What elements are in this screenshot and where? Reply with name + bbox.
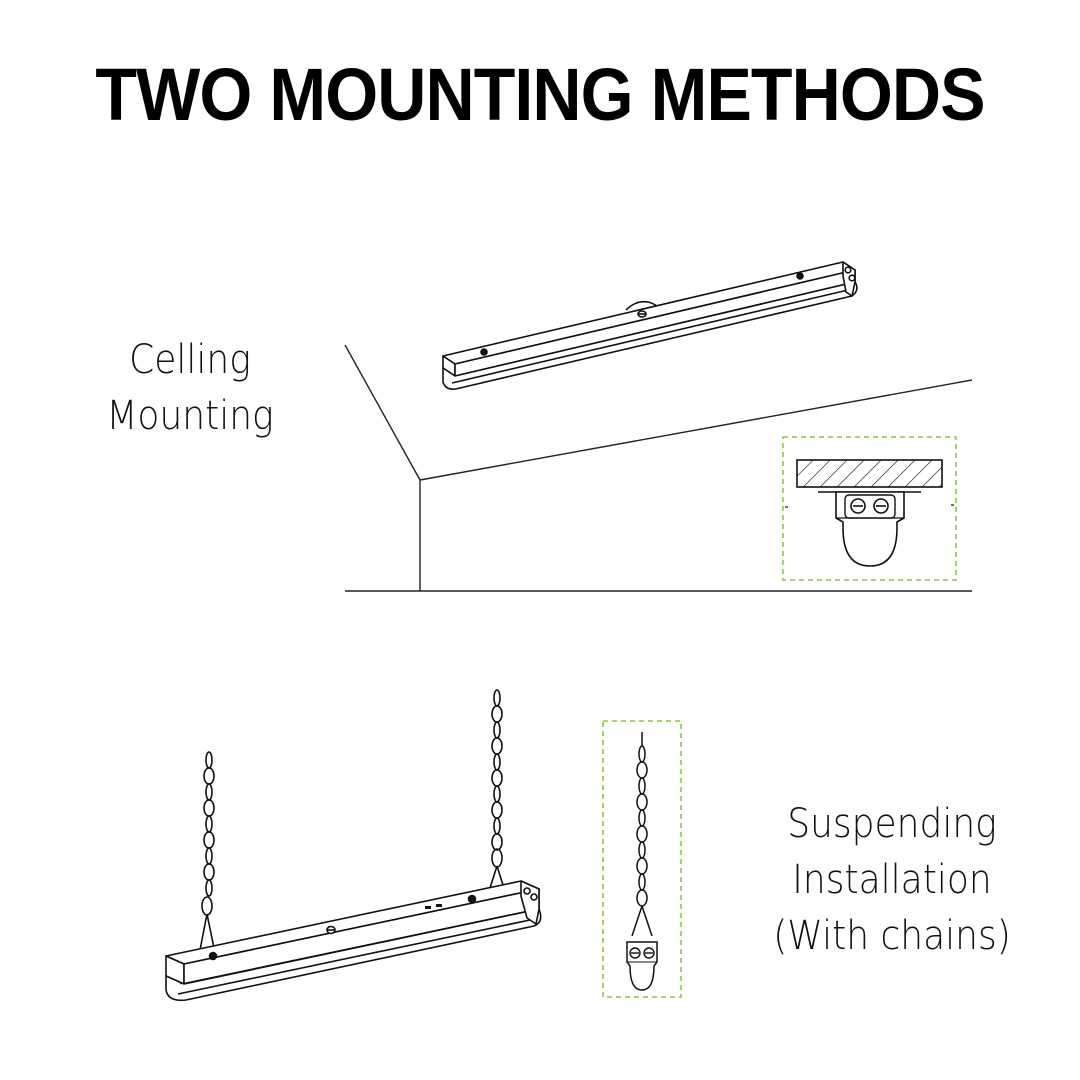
page-title: TWO MOUNTING METHODS (95, 53, 985, 136)
suspended-fixture (165, 880, 542, 1002)
suspend-label-line-1: Suspending (787, 801, 997, 847)
suspend-label-line-3: (With chains) (773, 913, 1011, 959)
ceiling-fixture (442, 261, 858, 390)
room-outline (344, 344, 973, 592)
ceiling-label-line-1: Celling (129, 337, 251, 383)
ceiling-detail-box (782, 436, 957, 581)
suspension-detail-box (602, 720, 682, 998)
chain-left (199, 751, 215, 951)
ceiling-label-line-2: Mounting (106, 393, 274, 439)
ceiling-mounting-label: Celling Mounting (91, 332, 289, 444)
suspending-installation-label: Suspending Installation (With chains) (766, 796, 1018, 964)
suspend-label-line-2: Installation (792, 857, 992, 903)
chain-right (489, 689, 505, 889)
